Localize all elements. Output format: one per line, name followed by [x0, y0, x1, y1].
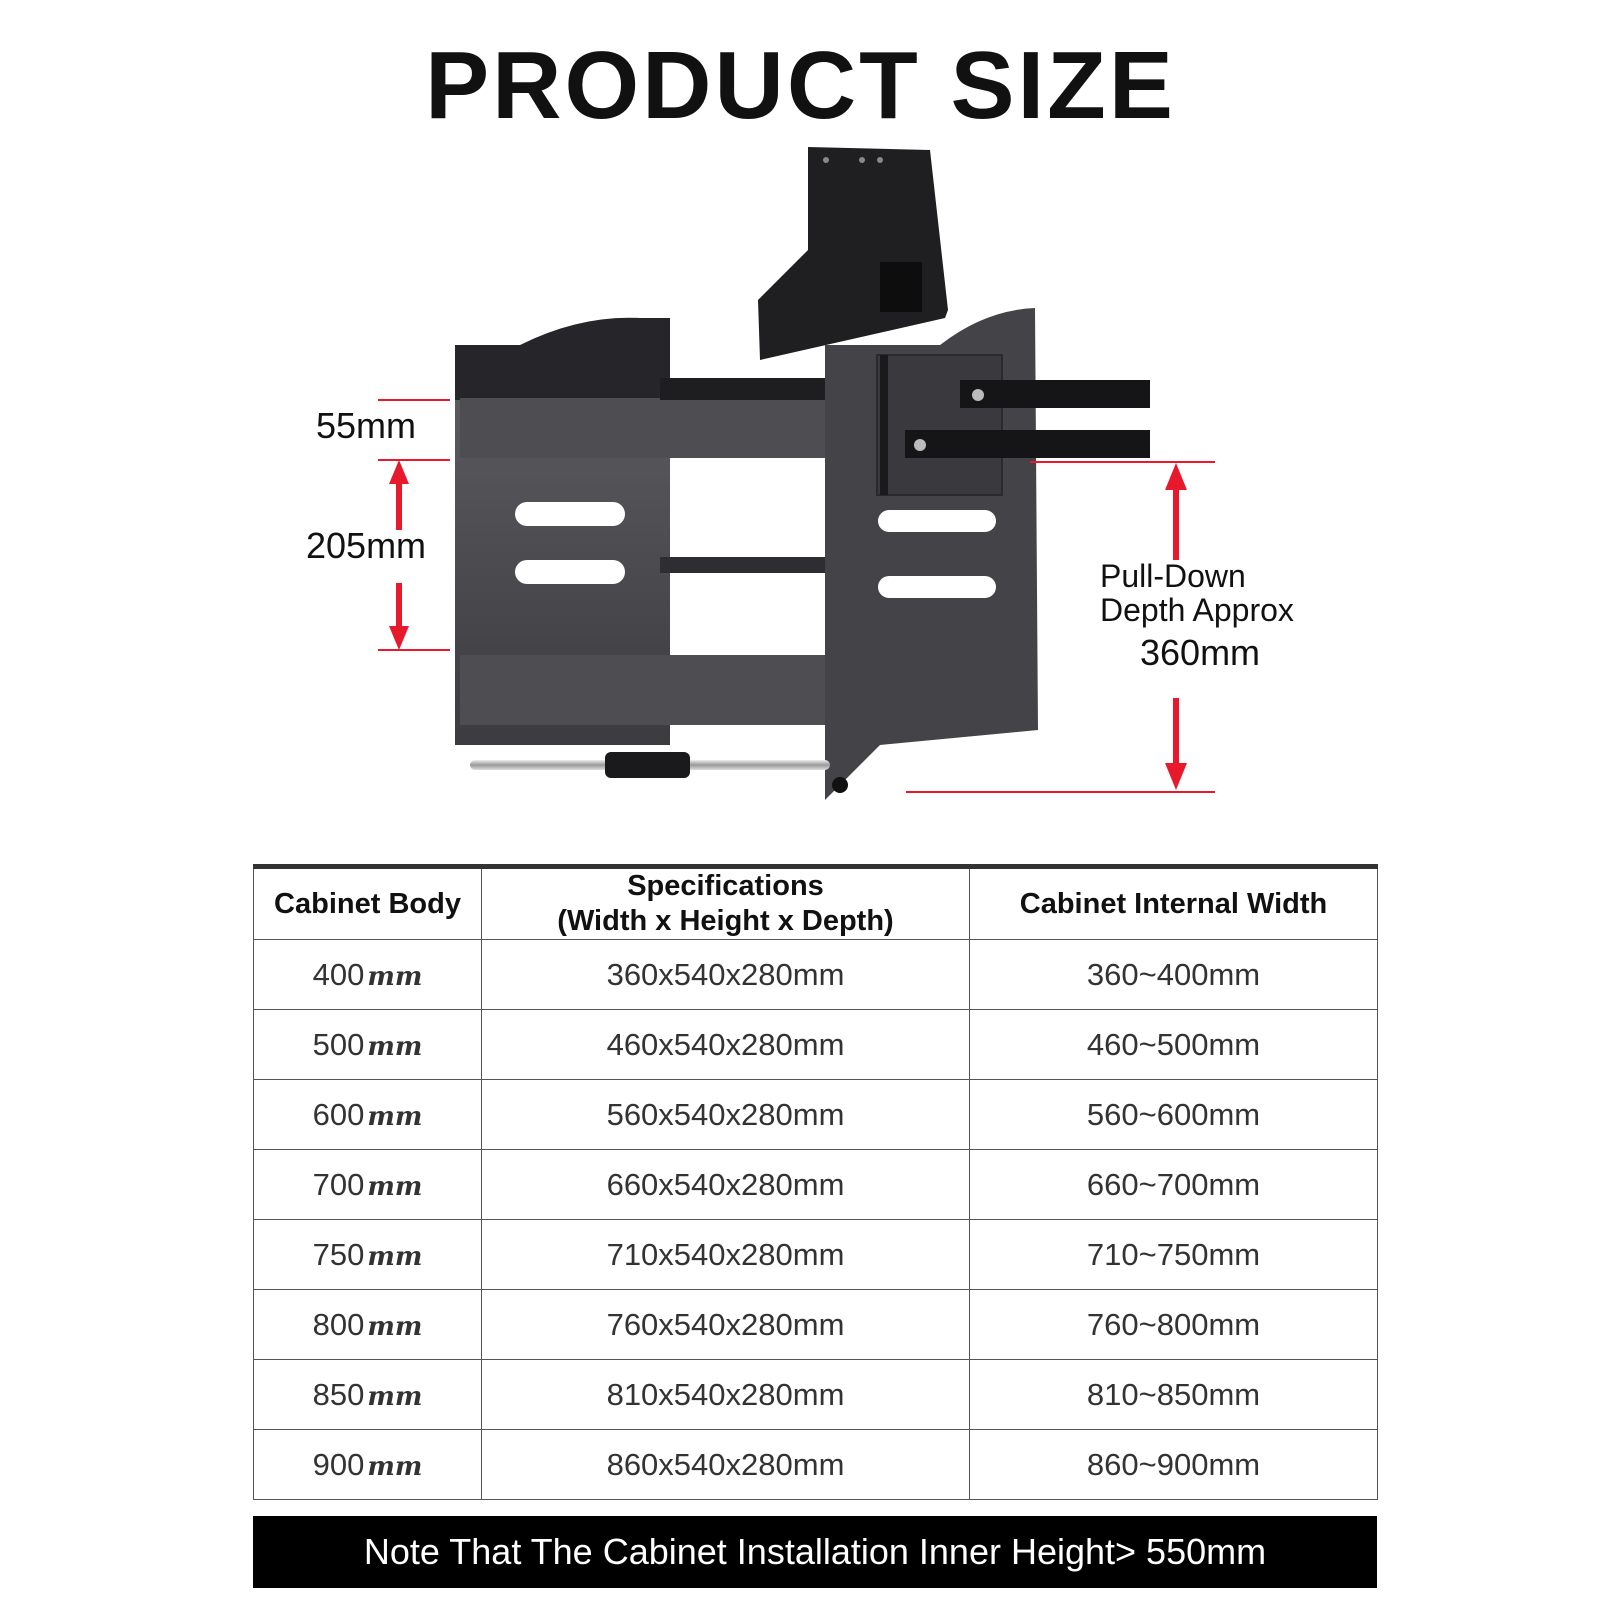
pull-down-basket-illustration [378, 147, 1215, 800]
header-internal-width: Cabinet Internal Width [969, 866, 1378, 940]
table-header-row: Cabinet Body Specifications (Width x Hei… [253, 866, 1378, 940]
cell-specification: 860x540x280mm [481, 1429, 970, 1500]
lift-mechanism [758, 147, 948, 360]
cell-internal-width: 710~750mm [969, 1219, 1378, 1290]
header-specifications-line1: Specifications [627, 870, 824, 903]
cabinet-body-unit: mm [367, 1031, 423, 1062]
page-title: PRODUCT SIZE [425, 32, 1176, 139]
cell-internal-width: 560~600mm [969, 1079, 1378, 1150]
cell-internal-width: 460~500mm [969, 1009, 1378, 1080]
cabinet-body-value: 800 [312, 1306, 365, 1342]
cabinet-body-unit: mm [367, 1381, 423, 1412]
header-specifications: Specifications (Width x Height x Depth) [481, 866, 970, 940]
product-diagram: 55mm 205mm Pull-Down Depth Approx 360mm [0, 140, 1601, 820]
handle-bar [470, 752, 848, 793]
pull-down-depth-value: 360mm [1140, 632, 1261, 673]
dimension-lines [378, 399, 1215, 793]
pull-down-label-line1: Pull-Down [1100, 558, 1246, 594]
cabinet-body-value: 900 [312, 1446, 365, 1482]
cell-specification: 560x540x280mm [481, 1079, 970, 1150]
cell-internal-width: 360~400mm [969, 939, 1378, 1010]
pull-down-label-line2: Depth Approx [1100, 592, 1294, 628]
bottom-rail [460, 655, 825, 725]
cabinet-body-value: 750 [312, 1236, 365, 1272]
cell-specification: 710x540x280mm [481, 1219, 970, 1290]
cell-internal-width: 760~800mm [969, 1289, 1378, 1360]
cabinet-body-unit: mm [367, 1101, 423, 1132]
cell-specification: 460x540x280mm [481, 1009, 970, 1080]
header-cabinet-body: Cabinet Body [253, 866, 482, 940]
cabinet-body-unit: mm [367, 961, 423, 992]
cell-internal-width: 810~850mm [969, 1359, 1378, 1430]
cabinet-body-value: 500 [312, 1026, 365, 1062]
cabinet-body-unit: mm [367, 1311, 423, 1342]
cabinet-body-value: 850 [312, 1376, 365, 1412]
cell-specification: 810x540x280mm [481, 1359, 970, 1430]
header-specifications-line2: (Width x Height x Depth) [557, 905, 894, 937]
cell-specification: 760x540x280mm [481, 1289, 970, 1360]
cell-internal-width: 860~900mm [969, 1429, 1378, 1500]
installation-note: Note That The Cabinet Installation Inner… [253, 1516, 1377, 1588]
top-rail [460, 398, 825, 458]
dimension-arrows [389, 460, 1187, 790]
cell-specification: 660x540x280mm [481, 1149, 970, 1220]
cell-internal-width: 660~700mm [969, 1149, 1378, 1220]
cabinet-body-unit: mm [367, 1241, 423, 1272]
size-table: Cabinet Body Specifications (Width x Hei… [253, 864, 1378, 1500]
lift-arms [905, 380, 1150, 458]
cabinet-body-value: 400 [312, 956, 365, 992]
cabinet-body-value: 700 [312, 1166, 365, 1202]
cell-specification: 360x540x280mm [481, 939, 970, 1010]
top-dimension-label: 55mm [316, 405, 417, 446]
middle-shelf [660, 557, 825, 573]
cabinet-body-unit: mm [367, 1451, 423, 1482]
cabinet-body-unit: mm [367, 1171, 423, 1202]
cabinet-body-value: 600 [312, 1096, 365, 1132]
middle-dimension-label: 205mm [306, 525, 427, 566]
